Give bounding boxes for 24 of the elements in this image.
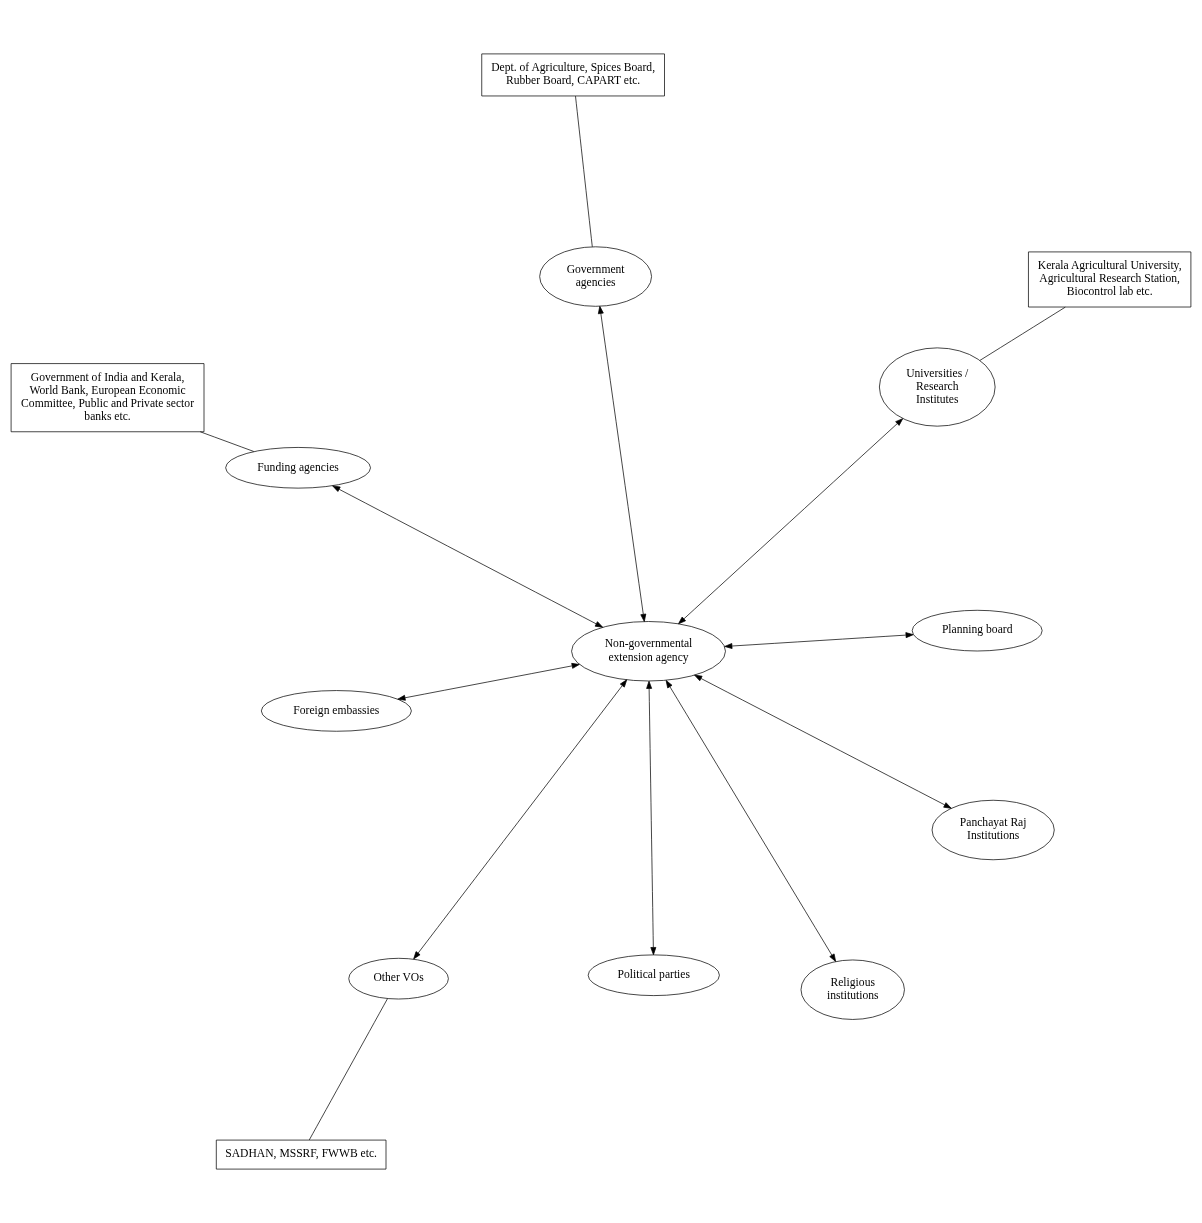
arrow [694, 674, 952, 809]
node-box: SADHAN, MSSRF, FWWB etc. [215, 1139, 387, 1170]
arrow [646, 680, 657, 956]
connector [199, 431, 255, 452]
node-ellipse: Political parties [587, 954, 720, 996]
node-ellipse: Foreign embassies [260, 690, 412, 732]
arrow [332, 485, 604, 628]
node-ellipse: Religious institutions [800, 959, 905, 1020]
node-ellipse: Other VOs [348, 957, 449, 1000]
node-ellipse: Planning board [911, 609, 1043, 652]
connector [979, 306, 1066, 361]
connector [575, 95, 593, 248]
arrow [665, 680, 837, 962]
arrow [397, 663, 580, 701]
connector [308, 998, 388, 1141]
node-ellipse: Government agencies [539, 246, 652, 307]
node-ellipse: Funding agencies [225, 447, 371, 489]
arrow [597, 305, 647, 622]
arrow [413, 679, 628, 960]
node-box: Government of India and Kerala, World Bank, European Economic Committee, Public and Private sector banks etc. [10, 363, 205, 433]
node-box: Dept. of Agriculture, Spices Board, Rubber Board, CAPART etc. [481, 53, 665, 97]
node-box: Kerala Agricultural University, Agricultural Research Station, Biocontrol lab etc. [1028, 251, 1192, 308]
arrow [724, 632, 914, 649]
arrow [678, 418, 904, 625]
